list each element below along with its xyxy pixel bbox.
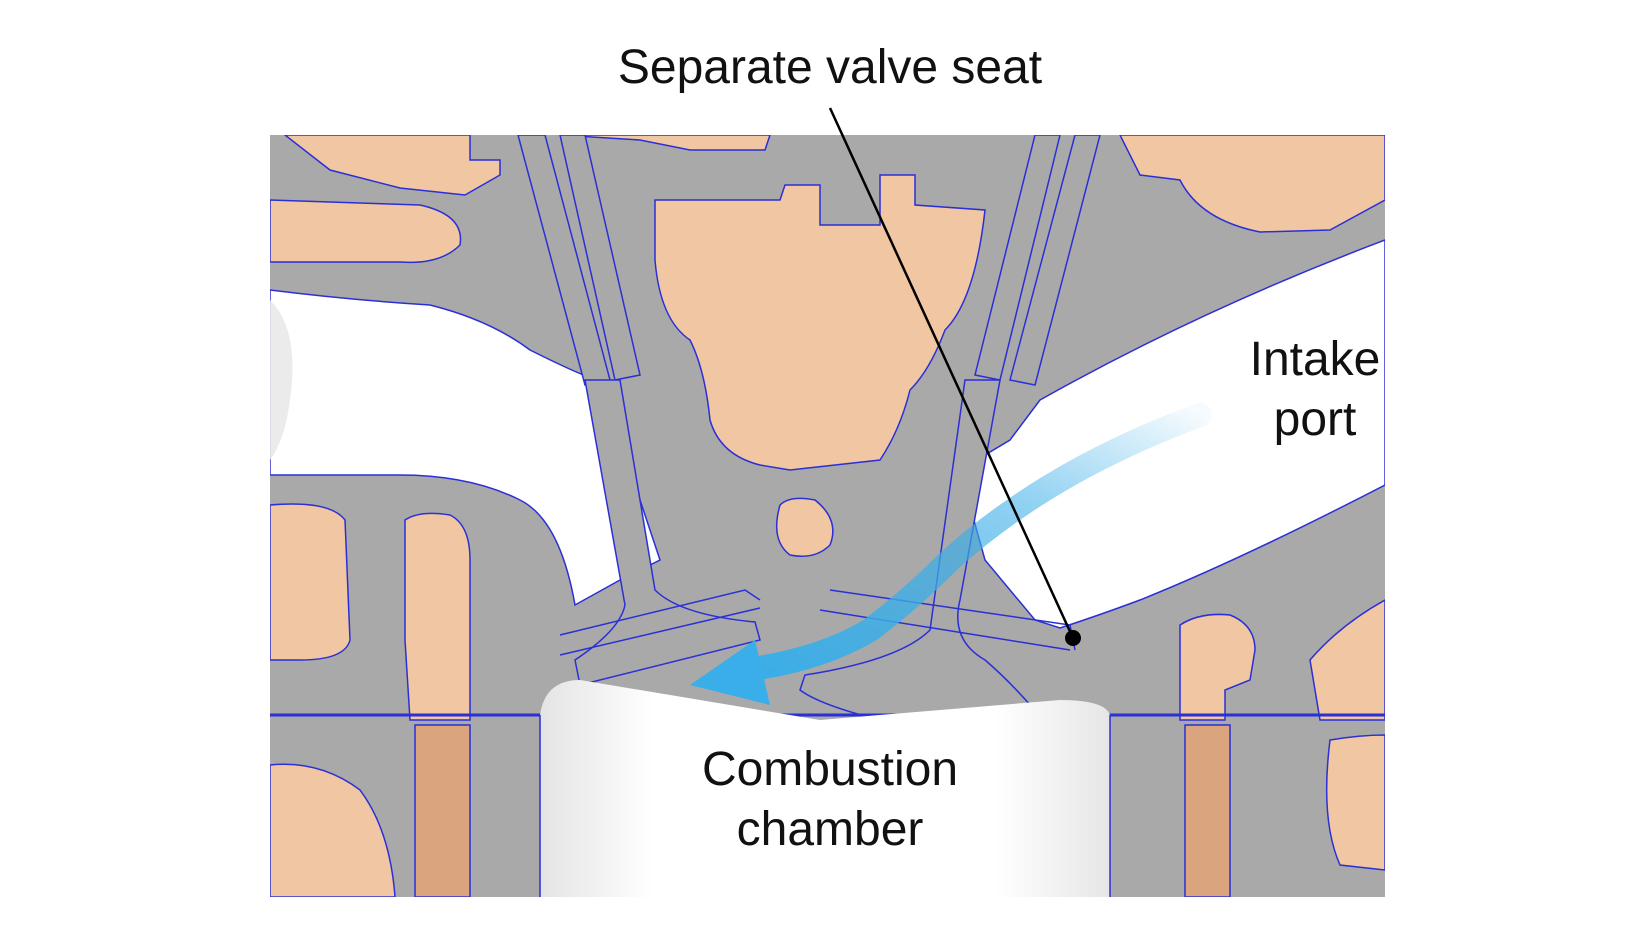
intake-port-label: Intake port bbox=[1230, 330, 1400, 450]
combustion-chamber bbox=[540, 680, 1110, 897]
valve-seat-rings bbox=[559, 589, 1076, 656]
intake-port-label-line1: Intake bbox=[1249, 333, 1381, 386]
leader-dot-icon bbox=[1065, 630, 1081, 646]
valve-guides bbox=[517, 135, 1101, 386]
intake-port-label-line2: port bbox=[1273, 393, 1357, 446]
combustion-chamber-label-line2: chamber bbox=[736, 803, 924, 856]
coolant-jackets bbox=[270, 135, 1385, 897]
combustion-chamber-label: Combustion chamber bbox=[640, 740, 1020, 860]
exhaust-valve bbox=[574, 379, 761, 686]
flow-arrow-icon bbox=[690, 403, 1212, 705]
exhaust-port-shading bbox=[270, 300, 293, 460]
valve-seat-label: Separate valve seat bbox=[617, 41, 1043, 94]
coolant-ducts bbox=[414, 724, 1231, 897]
combustion-chamber-label-line1: Combustion bbox=[701, 743, 959, 796]
valve-seat-leader bbox=[828, 107, 1075, 639]
